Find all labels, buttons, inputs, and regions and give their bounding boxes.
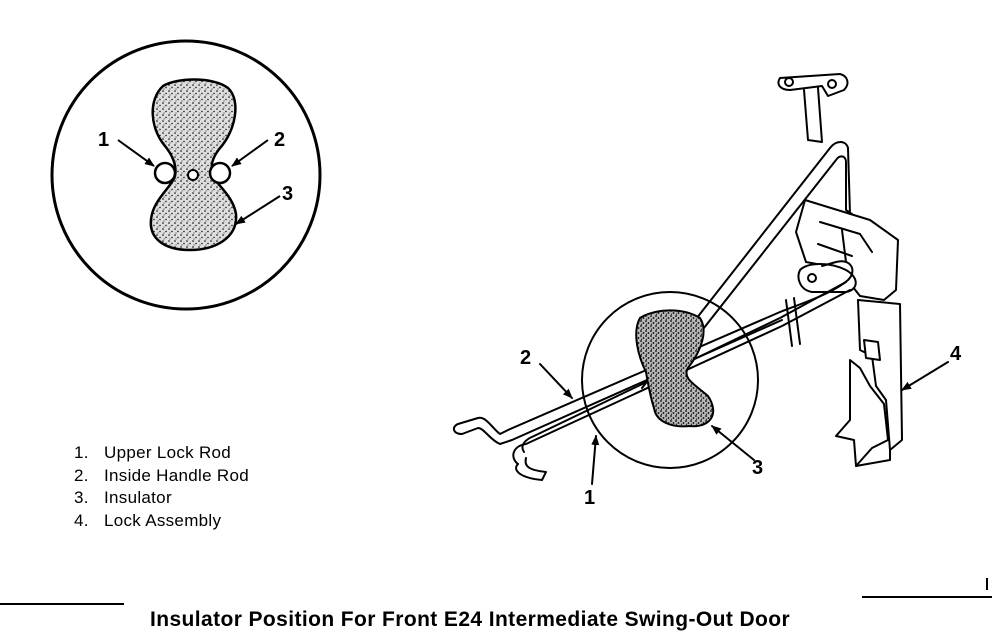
- legend-label: Insulator: [104, 488, 172, 507]
- upper-lock-rod: [512, 281, 851, 481]
- main-view: [452, 73, 949, 485]
- detail-callout-1: 1: [98, 129, 109, 151]
- main-insulator-shape: [635, 309, 715, 428]
- legend-label: Lock Assembly: [104, 510, 222, 530]
- parts-legend: 1. Upper Lock Rod 2. Inside Handle Rod 3. I…: [74, 442, 249, 532]
- legend-number: 4.: [74, 510, 89, 530]
- inside-handle-rod: [452, 260, 854, 445]
- figure-caption: Insulator Position For Front E24 Interme…: [150, 608, 791, 631]
- legend-item-upper-lock-rod: 1. Upper Lock Rod: [74, 442, 249, 465]
- diagonal-rod-left-edge: [641, 141, 849, 389]
- inside-handle-rod-end: [452, 423, 463, 435]
- lock-link-rod: [785, 297, 801, 347]
- lock-body-plate: [795, 199, 899, 301]
- detail-upper-lock-rod-section: [153, 161, 177, 185]
- lock-bracket-tab: [863, 339, 881, 361]
- inside-handle-rod-loop: [779, 260, 854, 313]
- main-callout-1: 1: [584, 487, 595, 509]
- detail-circle-outline: [50, 39, 322, 311]
- caption-rule-left: [0, 603, 124, 605]
- detail-callout-2: 2: [274, 129, 285, 151]
- main-leader-2: [539, 363, 573, 399]
- detail-inside-handle-rod-section: [208, 161, 232, 185]
- detail-leader-2: [231, 139, 269, 167]
- upper-lock-rod-lower-edge: [512, 289, 851, 465]
- lock-bellcrank-pivot: [807, 273, 817, 283]
- lock-lower-plate: [835, 359, 889, 467]
- legend-item-inside-handle-rod: 2. Inside Handle Rod: [74, 465, 249, 488]
- lock-body-detail: [817, 221, 873, 263]
- lock-assembly: [777, 73, 903, 467]
- legend-number: 1.: [74, 443, 89, 462]
- main-callout-3: 3: [752, 457, 763, 479]
- main-callout-4: 4: [950, 343, 962, 365]
- upper-lock-rod-hook: [515, 457, 547, 481]
- main-leader-4: [901, 361, 949, 391]
- legend-number: 3.: [74, 488, 89, 507]
- diagonal-lock-rod: [641, 141, 853, 395]
- main-leader-1: [591, 435, 600, 485]
- main-callout-2: 2: [520, 347, 531, 369]
- detail-center-pin: [187, 169, 199, 181]
- legend-number: 2.: [74, 465, 89, 485]
- inside-handle-rod-lower-edge: [461, 319, 783, 445]
- lock-top-pivot-right: [827, 79, 837, 89]
- detail-leader-1: [117, 139, 155, 167]
- inside-handle-rod-upper-edge: [457, 311, 781, 435]
- lock-top-pivot-left: [784, 77, 794, 87]
- upper-lock-rod-upper-edge: [521, 281, 847, 453]
- legend-label: Inside Handle Rod: [104, 465, 249, 485]
- page-edge-mark: [986, 578, 988, 590]
- detail-callout-3: 3: [282, 183, 293, 205]
- detail-view: 1 2 3: [50, 39, 322, 311]
- detail-leader-3: [235, 195, 281, 225]
- lock-lower-plate-edge: [855, 449, 891, 467]
- lock-vertical-arm: [803, 87, 823, 143]
- caption-rule-right: [862, 596, 992, 598]
- legend-item-lock-assembly: 4. Lock Assembly: [74, 510, 249, 533]
- diagonal-rod-right-edge: [651, 155, 853, 395]
- detail-insulator-shape: [149, 78, 238, 252]
- legend-label: Upper Lock Rod: [104, 443, 232, 462]
- main-leader-3: [711, 425, 755, 461]
- diagonal-rod-drop: [847, 147, 851, 215]
- main-detail-circle: [581, 291, 759, 469]
- lock-mounting-bracket: [857, 299, 903, 451]
- legend-item-insulator: 3. Insulator: [74, 487, 249, 510]
